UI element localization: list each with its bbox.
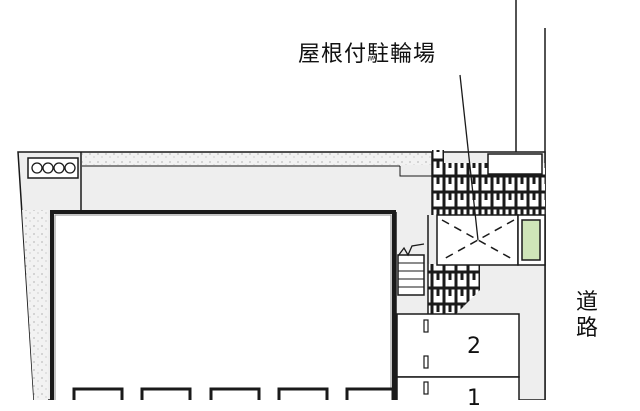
bike-parking-label: 屋根付駐輪場 <box>298 42 437 67</box>
parking-slot-1 <box>396 376 520 400</box>
unit-window <box>345 387 395 400</box>
building <box>50 210 396 400</box>
unit-window <box>140 387 192 400</box>
site-plan <box>17 0 546 400</box>
gravel-strip-top <box>82 153 432 165</box>
planter <box>521 219 541 261</box>
stairs <box>397 254 425 296</box>
wheel-stop <box>423 319 429 333</box>
parking-slot-1-number: 1 <box>467 386 481 411</box>
brick-paving-bottom <box>428 264 480 314</box>
unit-window <box>277 387 329 400</box>
unit-window <box>209 387 261 400</box>
parking-slot-2 <box>396 313 520 378</box>
unit-window <box>72 387 124 400</box>
road-label: 道路 <box>575 290 598 341</box>
gravel-strip-left <box>22 210 48 400</box>
bike-parking-leader <box>459 74 479 241</box>
stairs-break-icon <box>397 243 425 257</box>
wheel-stop <box>423 381 429 395</box>
wheel-stop <box>423 355 429 369</box>
parking-slot-2-number: 2 <box>467 334 481 359</box>
utility-box <box>487 153 543 175</box>
